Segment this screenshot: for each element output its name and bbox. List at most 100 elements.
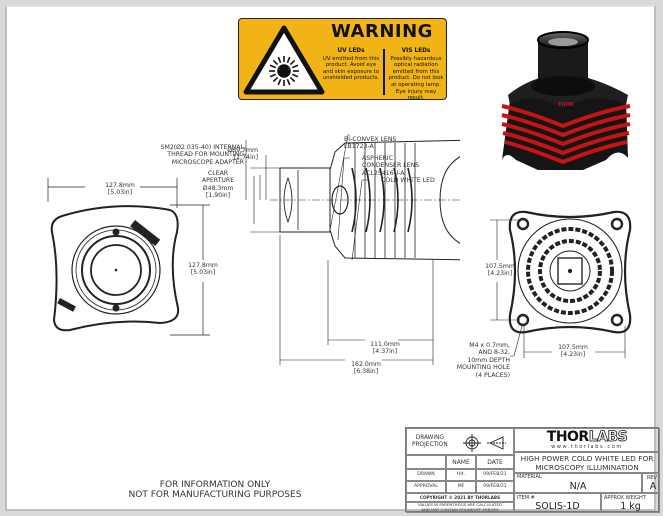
front-width-mm: 127.8mm (105, 182, 135, 189)
front-height-mm: 127.8mm (188, 262, 218, 269)
mounting-hole-note: M4 x 0.7mm, AND 8-32, 10mm DEPTH MOUNTIN… (450, 342, 510, 379)
rev-label: REV (646, 475, 657, 481)
drawing-projection-cell: DRAWING PROJECTION (406, 428, 514, 455)
vis-leds-note: VIS LEDs Possibly hazardous optical radi… (387, 48, 445, 102)
front-height-dimension: 127.8mm [5.03in] (180, 262, 226, 277)
copyright-note: COPYRIGHT © 2021 BY THORLABS (406, 493, 514, 502)
total-length-in: [6.38in] (353, 368, 379, 376)
website: www.thorlabs.com (551, 444, 623, 450)
rev-cell: REV A (642, 473, 660, 493)
item-label: ITEM # (517, 495, 535, 501)
values-note: VALUES IN PARENTHESIS ARE CALCULATED AND… (406, 502, 514, 513)
thread-note-line: MICROSCOPE ADAPTER (171, 158, 244, 166)
product-render-image: THOR (501, 31, 631, 170)
drawing-title: HIGH POWER COLD WHITE LED FOR MICROSCOPY… (514, 452, 660, 473)
aperture-note-line: [1.90in] (205, 192, 231, 200)
back-width-mm: 107.5mm (558, 344, 588, 351)
name-header: NAME (446, 455, 476, 469)
front-height-in: [5.03in] (190, 269, 216, 277)
drawing-title-line: MICROSCOPY ILLUMINATION (535, 462, 639, 472)
uv-leds-heading: UV LEDs (337, 48, 365, 54)
back-width-in: [4.23in] (560, 351, 586, 359)
front-width-in: [5.03in] (107, 189, 133, 197)
body-length-in: [4.37in] (372, 348, 398, 356)
side-view-drawing (245, 134, 460, 365)
back-height-in: [4.23in] (487, 270, 513, 278)
information-only-note: FOR INFORMATION ONLY NOT FOR MANUFACTURI… (95, 480, 335, 500)
date-header: DATE (476, 455, 514, 469)
drawing-projection-label: DRAWING PROJECTION (412, 435, 448, 448)
mount-note-line: AND 8-32, (478, 349, 510, 357)
back-height-dimension: 107.5mm [4.23in] (480, 263, 520, 278)
thread-note: SM2(Ø2.035-40) INTERNAL THREAD FOR MOUNT… (150, 144, 244, 166)
footnote-line: FOR INFORMATION ONLY (159, 480, 271, 490)
title-block: DRAWING PROJECTION NAME DATE DRAWN HIt. … (405, 427, 660, 513)
aperture-note-line: Ø48.3mm (202, 184, 234, 192)
warning-divider (383, 49, 385, 95)
logo-thor: THOR (546, 429, 589, 445)
thread-note-line: THREAD FOR MOUNTING (167, 151, 244, 159)
warning-label: WARNING UV LEDs UV emitted from this pro… (238, 18, 447, 102)
approval-name: MF (446, 481, 476, 493)
logo-labs: LABS (588, 429, 628, 445)
back-width-dimension: 107.5mm [4.23in] (552, 344, 594, 359)
approval-date: 09/FEB/21 (476, 481, 514, 493)
total-length-mm: 162.0mm (351, 361, 381, 368)
svg-text:THOR: THOR (558, 102, 574, 108)
projection-line: DRAWING (415, 435, 444, 441)
cold-white-led-label: COLD WHITE LED (381, 177, 435, 184)
values-note-line: AND MAY CONTAIN ROUNDOFF ERRORS (421, 506, 499, 512)
lens2-name: CONDENSER LENS (362, 162, 420, 170)
uv-leds-text: UV emitted from this product. Avoid eye … (322, 55, 380, 82)
front-width-dimension: 127.8mm [5.03in] (90, 182, 150, 197)
projection-line: PROJECTION (412, 441, 448, 448)
footnote-line: NOT FOR MANUFACTURING PURPOSES (128, 490, 302, 500)
item-cell: ITEM # SOLIS-1D (514, 493, 601, 513)
lens1-name: BI-CONVEX LENS (344, 136, 397, 143)
lens2-name: ASPHERIC (362, 155, 393, 162)
material-value: N/A (569, 480, 587, 492)
drawing-title-line: HIGH POWER COLD WHITE LED FOR (520, 453, 654, 463)
mount-note-line: (4 PLACES) (475, 371, 510, 379)
outer-diameter-dimension: Ø69.7mm [2.74in] (205, 147, 258, 162)
blank-header-cell (406, 455, 446, 469)
total-length-dimension: 162.0mm [6.38in] (346, 361, 386, 376)
radiation-hazard-icon (243, 25, 325, 95)
front-view-drawing (47, 178, 210, 336)
weight-value: 1 kg (620, 500, 641, 512)
aspheric-lens-label: ASPHERIC CONDENSER LENS ACL25416U-A (362, 155, 419, 177)
values-note-line: VALUES IN PARENTHESIS ARE CALCULATED (418, 501, 502, 507)
lens2-part: ACL25416U-A (362, 169, 405, 177)
logo-cell: THORLABS www.thorlabs.com (514, 428, 660, 452)
back-height-mm: 107.5mm (485, 263, 515, 270)
warning-title: WARNING (331, 21, 433, 42)
item-number: SOLIS-1D (535, 500, 580, 512)
third-angle-projection-icon (463, 434, 506, 452)
material-cell: MATERIAL N/A (514, 473, 642, 493)
vis-leds-text: Possibly hazardous optical radiation emi… (388, 55, 444, 102)
rev-value: A (649, 481, 657, 492)
outer-diameter-in: [2.74in] (233, 154, 258, 162)
weight-cell: APPROX WEIGHT 1 kg (601, 493, 660, 513)
vis-leds-heading: VIS LEDs (401, 48, 431, 54)
weight-label: APPROX WEIGHT (604, 495, 646, 501)
uv-leds-note: UV LEDs UV emitted from this product. Av… (321, 48, 381, 82)
approval-label: APPROVAL (406, 481, 446, 493)
mount-note-line: MOUNTING HOLE (456, 364, 510, 372)
aperture-note-line: APERTURE (201, 177, 235, 185)
mount-note-line: 10mm DEPTH (467, 356, 510, 364)
drawn-date: 09/FEB/21 (476, 469, 514, 481)
body-length-dimension: 111.0mm [4.37in] (365, 341, 405, 356)
mount-note-line: M4 x 0.7mm, (469, 342, 510, 349)
biconvex-lens-label: BI-CONVEX LENS LB1723-A (344, 136, 396, 151)
body-length-mm: 111.0mm (370, 341, 400, 348)
thread-note-line: SM2(Ø2.035-40) INTERNAL (160, 144, 244, 151)
lens1-part: LB1723-A (344, 143, 374, 151)
drawn-label: DRAWN (406, 469, 446, 481)
clear-aperture-note: CLEAR APERTURE Ø48.3mm [1.90in] (196, 170, 240, 200)
outer-diameter-mm: Ø69.7mm (227, 147, 258, 154)
material-label: MATERIAL (517, 474, 542, 480)
thorlabs-logo: THORLABS (546, 429, 628, 445)
drawn-name: HIt. (446, 469, 476, 481)
aperture-note-line: CLEAR (207, 170, 229, 177)
